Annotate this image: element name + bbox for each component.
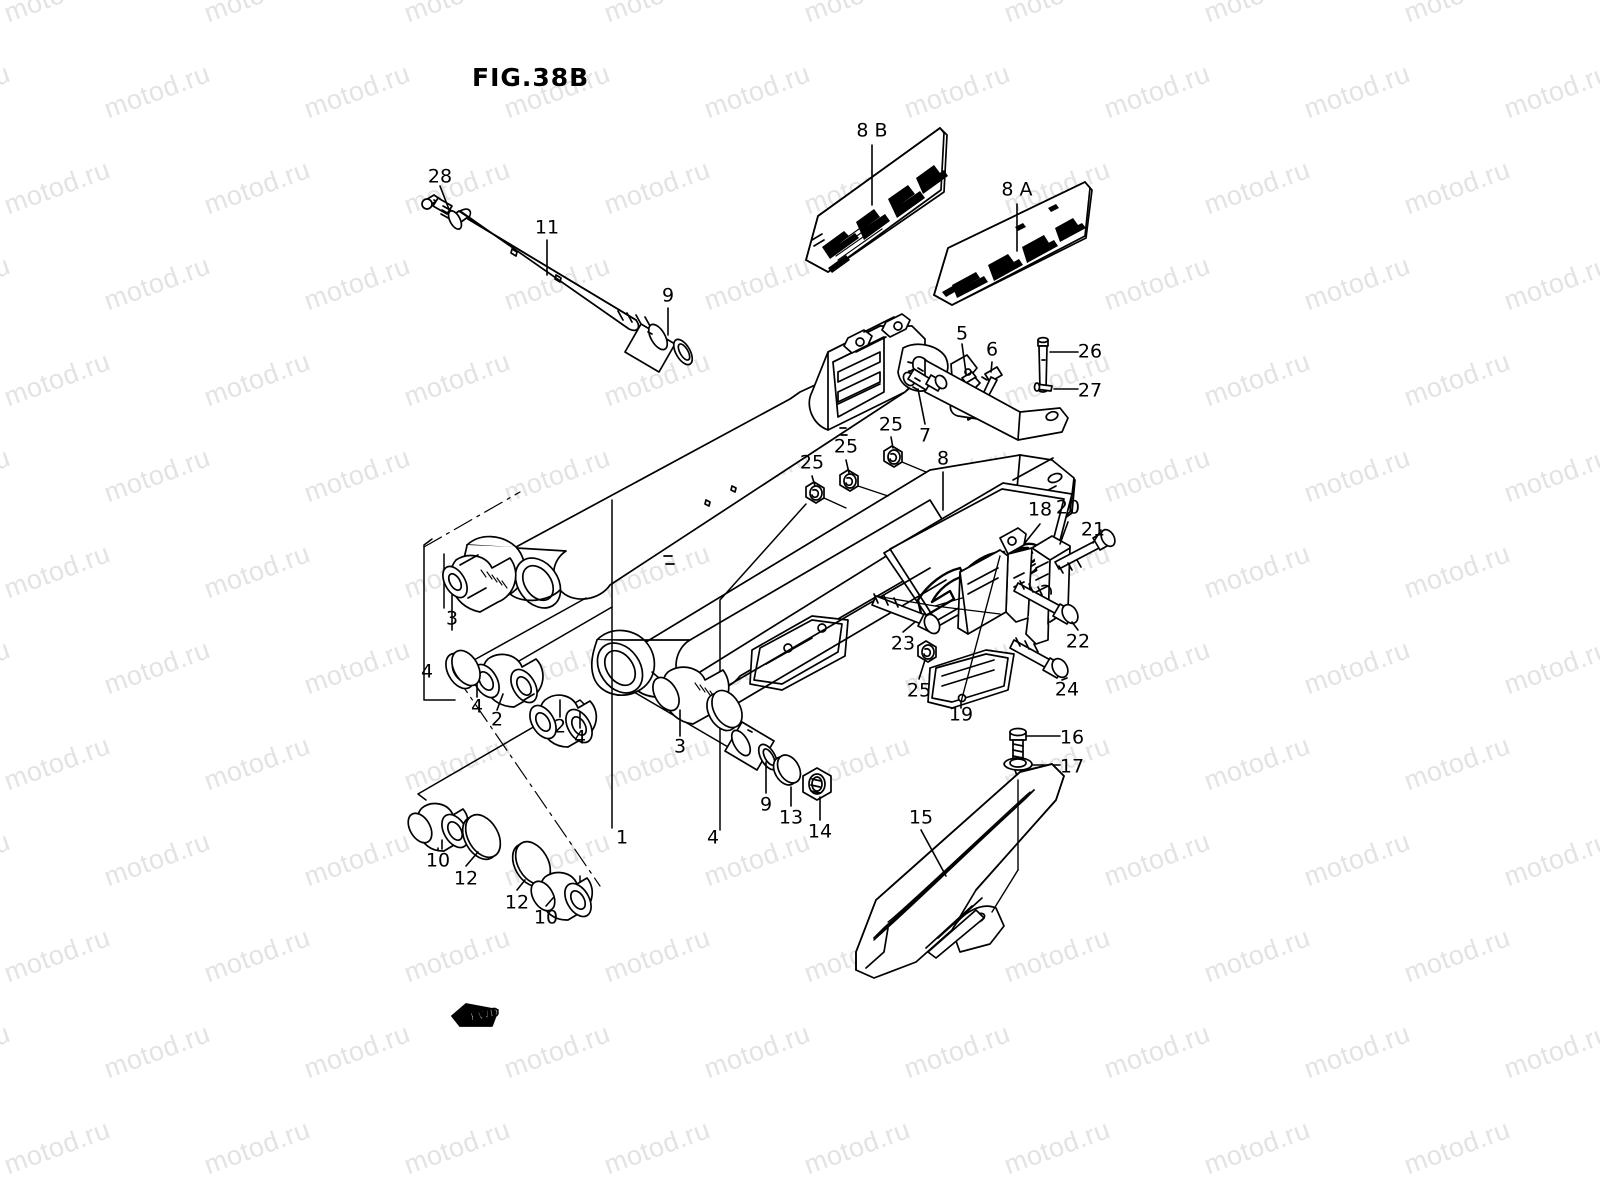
callout-7: 7: [918, 424, 932, 447]
callout-1: 1: [615, 826, 629, 849]
callout-16: 16: [1059, 726, 1085, 749]
callout-10: 10: [533, 906, 559, 929]
part-19-guide-plate: [927, 649, 1015, 709]
svg-text:FWD: FWD: [469, 1006, 500, 1024]
part-10-bush-b: [530, 871, 594, 921]
part-14-nut: [802, 767, 832, 801]
swingarm-main-body: [462, 313, 1076, 711]
part-25-grommet-b: [839, 469, 859, 492]
callout-15: 15: [908, 806, 934, 829]
callout-25: 25: [799, 451, 825, 474]
callout-4: 4: [706, 826, 720, 849]
callout-19: 19: [948, 703, 974, 726]
part-11-pivot-shaft: [447, 208, 694, 373]
part-22-bolt: [1013, 580, 1079, 625]
callout-5: 5: [955, 322, 969, 345]
callout-2: 2: [490, 708, 504, 731]
callout-8: 8: [936, 447, 950, 470]
callout-23: 23: [890, 632, 916, 655]
callout-2: 2: [553, 715, 567, 738]
part-3-bearing-left: [442, 554, 517, 613]
part-12-seal-a: [461, 813, 502, 861]
part-10-bush-a: [407, 802, 470, 852]
callout-8a: 8 A: [1001, 178, 1033, 201]
callout-25: 25: [878, 413, 904, 436]
part-15-chain-slider: [855, 763, 1065, 979]
callout-14: 14: [807, 820, 833, 843]
part-2-bush-left: [472, 653, 544, 708]
callout-28: 28: [427, 165, 453, 188]
part-16-bolt: [1009, 727, 1027, 761]
callout-9: 9: [661, 284, 675, 307]
part-4-seal-right: [706, 689, 743, 732]
callout-11: 11: [534, 216, 560, 239]
part-8B-decal: [805, 127, 948, 273]
callout-13: 13: [778, 806, 804, 829]
callout-8b: 8 B: [856, 119, 888, 142]
callout-26: 26: [1077, 340, 1103, 363]
part-8A-decal: [933, 181, 1093, 306]
part-2-bush-mid: [529, 694, 598, 748]
callout-12: 12: [453, 867, 479, 890]
callout-20: 20: [1055, 496, 1081, 519]
part-7-adjuster-bolt: [902, 367, 948, 392]
part-25-grommet-d: [917, 640, 937, 663]
callout-3: 3: [445, 607, 459, 630]
callout-12: 12: [504, 891, 530, 914]
part-4-seal-left: [445, 649, 481, 690]
callout-4: 4: [470, 695, 484, 718]
callout-9: 9: [759, 793, 773, 816]
part-25-grommet-c: [883, 445, 903, 468]
callout-27: 27: [1077, 379, 1103, 402]
callout-4: 4: [573, 726, 587, 749]
callout-3: 3: [673, 735, 687, 758]
callout-25: 25: [906, 679, 932, 702]
part-23-bolt: [871, 593, 1001, 635]
callout-10: 10: [425, 849, 451, 872]
figure-title: FIG.38B: [472, 63, 590, 92]
callout-25: 25: [833, 435, 859, 458]
callout-17: 17: [1059, 755, 1085, 778]
part-28-grease-nipple: [421, 194, 453, 220]
part-25-grommet-a: [805, 481, 825, 504]
part-9-spacer: [724, 721, 779, 771]
callout-24: 24: [1054, 678, 1080, 701]
fwd-marker: FWD: [451, 1003, 501, 1027]
callout-22: 22: [1065, 630, 1091, 653]
part-24-bolt: [1009, 637, 1069, 679]
callout-21: 21: [1080, 518, 1106, 541]
part-27-washer: [1033, 382, 1053, 392]
callout-6: 6: [985, 338, 999, 361]
part-13-washer: [772, 754, 802, 786]
callout-18: 18: [1027, 498, 1053, 521]
callout-4: 4: [420, 660, 434, 683]
